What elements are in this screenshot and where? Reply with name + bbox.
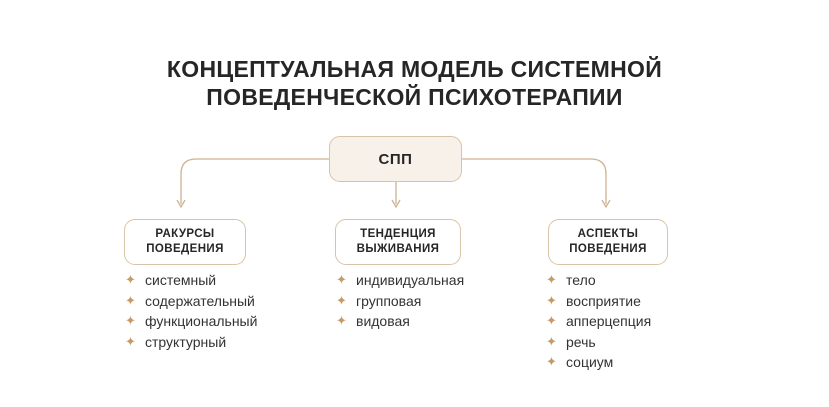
list-item: ✦ видовая — [336, 311, 464, 332]
title-line-1: КОНЦЕПТУАЛЬНАЯ МОДЕЛЬ СИСТЕМНОЙ — [166, 56, 663, 82]
sparkle-icon: ✦ — [546, 333, 557, 349]
title-line-2: ПОВЕДЕНЧЕСКОЙ ПСИХОТЕРАПИИ — [206, 84, 623, 110]
list-item: ✦ речь — [546, 332, 651, 353]
sparkle-icon: ✦ — [546, 272, 557, 287]
list-item-text: апперцепция — [566, 313, 652, 329]
list-item: ✦ групповая — [336, 291, 464, 312]
sparkle-icon: ✦ — [125, 333, 136, 349]
list-item: ✦ системный — [125, 270, 257, 291]
list-item: ✦ восприятие — [546, 291, 651, 312]
root-node-label: СПП — [378, 150, 413, 168]
sparkle-icon: ✦ — [546, 313, 557, 328]
root-node-spp: СПП — [329, 136, 462, 182]
category-node-survival: ТЕНДЕНЦИЯ ВЫЖИВАНИЯ — [335, 219, 461, 265]
category-node-perspectives: РАКУРСЫ ПОВЕДЕНИЯ — [124, 219, 246, 265]
list-item-text: речь — [566, 333, 596, 350]
arrowhead-right — [601, 199, 611, 209]
list-item-text: индивидуальная — [356, 272, 465, 288]
list-aspects: ✦ тело ✦ восприятие ✦ апперцепция ✦ речь ✦ со… — [546, 270, 651, 373]
connector-left — [180, 158, 329, 204]
category-node-aspects: АСПЕКТЫ ПОВЕДЕНИЯ — [548, 219, 668, 265]
list-item-text: системный — [145, 272, 217, 288]
list-item-text: видовая — [356, 313, 410, 329]
connector-right — [462, 158, 607, 204]
sparkle-icon: ✦ — [125, 292, 136, 308]
sparkle-icon: ✦ — [546, 354, 557, 369]
list-item: ✦ тело — [546, 270, 651, 291]
category-label-line: ПОВЕДЕНИЯ — [146, 243, 224, 255]
category-label-line: АСПЕКТЫ — [577, 228, 639, 240]
list-item-text: структурный — [145, 333, 227, 350]
sparkle-icon: ✦ — [336, 272, 347, 287]
list-survival: ✦ индивидуальная ✦ групповая ✦ видовая — [336, 270, 464, 332]
sparkle-icon: ✦ — [336, 292, 347, 308]
arrowhead-left — [176, 199, 186, 209]
list-item-text: социум — [566, 354, 614, 370]
list-item-text: содержательный — [145, 292, 255, 309]
list-item-text: восприятие — [566, 292, 641, 309]
list-item: ✦ индивидуальная — [336, 270, 464, 291]
list-item-text: групповая — [356, 292, 422, 309]
list-item-text: функциональный — [145, 313, 258, 329]
list-item: ✦ апперцепция — [546, 311, 651, 332]
sparkle-icon: ✦ — [125, 272, 136, 287]
list-perspectives: ✦ системный ✦ содержательный ✦ функциональн… — [125, 270, 257, 352]
diagram-title: КОНЦЕПТУАЛЬНАЯ МОДЕЛЬ СИСТЕМНОЙ ПОВЕДЕНЧ… — [0, 55, 829, 111]
list-item: ✦ структурный — [125, 332, 257, 353]
sparkle-icon: ✦ — [336, 313, 347, 328]
sparkle-icon: ✦ — [125, 313, 136, 328]
list-item-text: тело — [566, 272, 596, 288]
category-label-line: РАКУРСЫ — [155, 228, 215, 240]
arrowhead-center — [391, 199, 401, 209]
list-item: ✦ содержательный — [125, 291, 257, 312]
category-label-line: ПОВЕДЕНИЯ — [569, 243, 647, 255]
category-label-line: ВЫЖИВАНИЯ — [356, 243, 440, 255]
category-label-line: ТЕНДЕНЦИЯ — [360, 228, 436, 240]
list-item: ✦ функциональный — [125, 311, 257, 332]
list-item: ✦ социум — [546, 352, 651, 373]
sparkle-icon: ✦ — [546, 292, 557, 308]
